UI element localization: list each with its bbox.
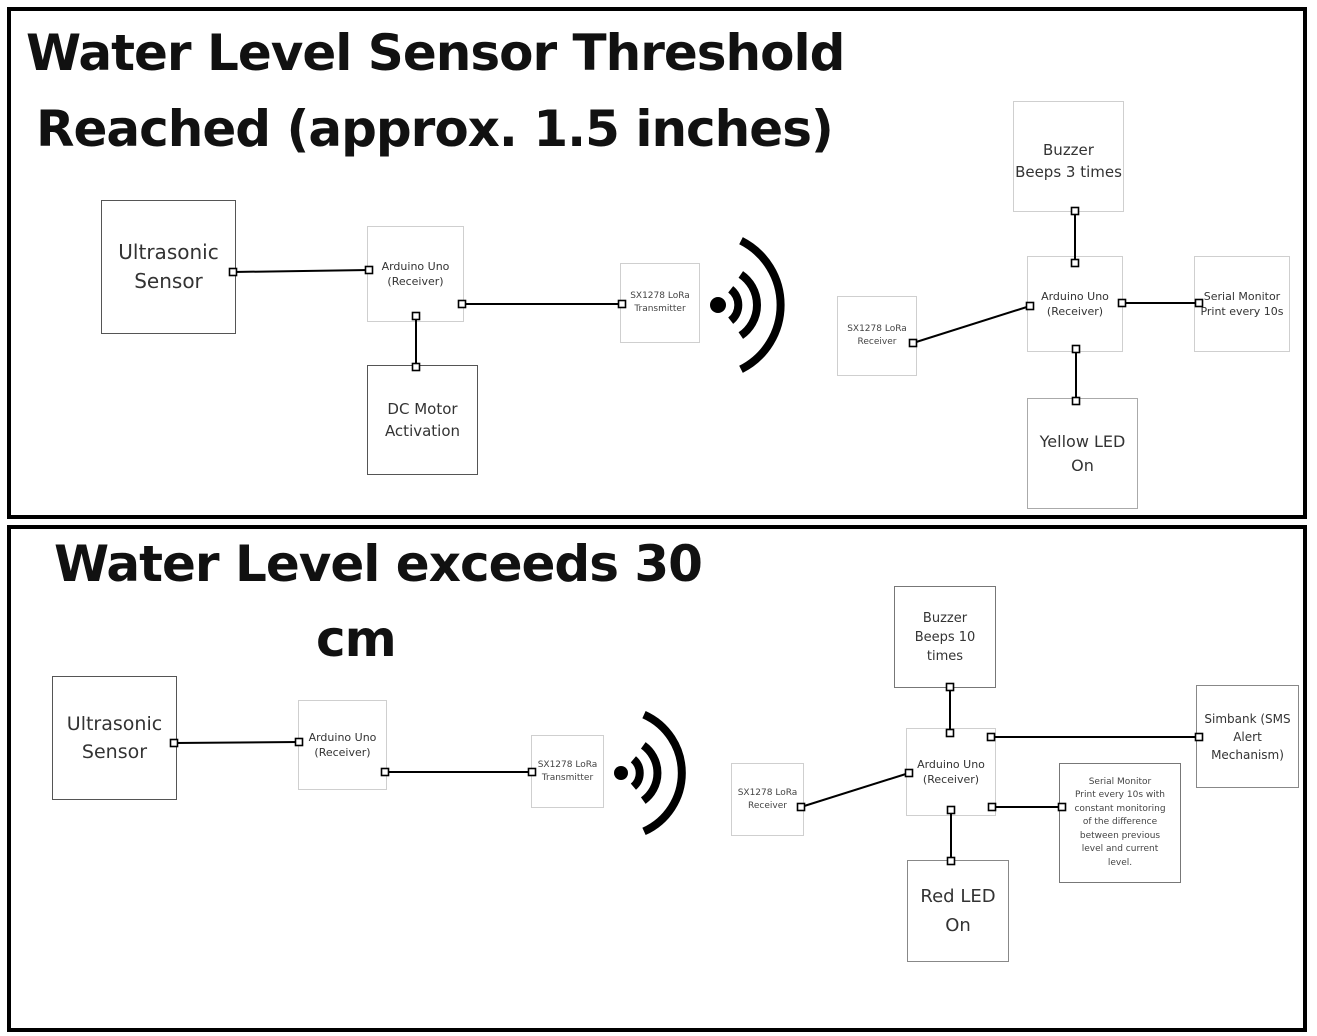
connector-terminal <box>411 311 421 321</box>
ultrasonic-sensor-box: Ultrasonic Sensor <box>52 676 177 800</box>
panel2-title-line1: Water Level exceeds 30 <box>54 535 703 593</box>
serial-monitor-box: Serial Monitor Print every 10s with cons… <box>1059 763 1181 883</box>
wireless-signal-icon <box>710 237 785 373</box>
connector-terminal <box>1071 396 1081 406</box>
lora-transmitter-box: SX1278 LoRa Transmitter <box>620 263 700 343</box>
connector-terminal <box>1057 802 1067 812</box>
connector-terminal <box>945 682 955 692</box>
panel1-title-line2: Reached (approx. 1.5 inches) <box>36 100 834 158</box>
connector-terminal <box>1070 258 1080 268</box>
connector-terminal <box>169 738 179 748</box>
arduino-uno-receiver-box: Arduino Uno (Receiver) <box>1027 256 1123 352</box>
wireless-signal-icon <box>614 710 686 836</box>
connector-terminal <box>364 265 374 275</box>
connector-terminal <box>908 338 918 348</box>
panel-threshold-reached <box>7 7 1307 519</box>
lora-receiver-box: SX1278 LoRa Receiver <box>837 296 917 376</box>
connector-terminal <box>796 802 806 812</box>
connector-terminal <box>1194 732 1204 742</box>
panel2-title-line2: cm <box>316 610 397 668</box>
simbank-box: Simbank (SMS Alert Mechanism) <box>1196 685 1299 788</box>
connector-terminal <box>1071 344 1081 354</box>
connector-terminal <box>946 805 956 815</box>
arduino-uno-receiver-box: Arduino Uno (Receiver) <box>906 728 996 816</box>
buzzer-box: Buzzer Beeps 3 times <box>1013 101 1124 212</box>
serial-monitor-box: Serial Monitor Print every 10s <box>1194 256 1290 352</box>
connector-terminal <box>380 767 390 777</box>
connector-terminal <box>527 767 537 777</box>
connector-terminal <box>1194 298 1204 308</box>
panel-exceeds-30cm <box>7 525 1307 1032</box>
connector-terminal <box>228 267 238 277</box>
red-led-box: Red LED On <box>907 860 1009 962</box>
panel1-title-line1: Water Level Sensor Threshold <box>26 24 845 82</box>
connector-terminal <box>617 299 627 309</box>
lora-transmitter-box: SX1278 LoRa Transmitter <box>531 735 604 808</box>
connector-terminal <box>411 362 421 372</box>
connector-terminal <box>457 299 467 309</box>
yellow-led-box: Yellow LED On <box>1027 398 1138 509</box>
connector-line <box>912 305 1031 344</box>
connector-terminal <box>1070 206 1080 216</box>
connector-terminal <box>986 732 996 742</box>
connector-terminal <box>904 768 914 778</box>
connector-terminal <box>1025 301 1035 311</box>
connector-terminal <box>945 728 955 738</box>
connector-terminal <box>946 856 956 866</box>
connector-terminal <box>1117 298 1127 308</box>
arduino-uno-transmitter-box: Arduino Uno (Receiver) <box>298 700 387 790</box>
connector-terminal <box>294 737 304 747</box>
connector-line <box>800 772 910 808</box>
connector-terminal <box>987 802 997 812</box>
ultrasonic-sensor-box: Ultrasonic Sensor <box>101 200 236 334</box>
dc-motor-box: DC Motor Activation <box>367 365 478 475</box>
connector-line <box>232 269 370 273</box>
connector-line <box>173 741 300 744</box>
buzzer-box: Buzzer Beeps 10 times <box>894 586 996 688</box>
lora-receiver-box: SX1278 LoRa Receiver <box>731 763 804 836</box>
